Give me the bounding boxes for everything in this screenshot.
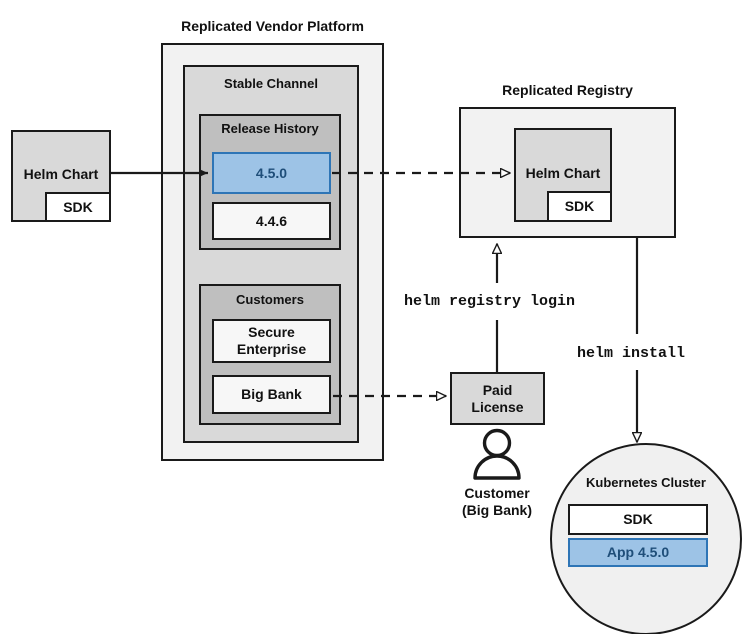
registry-sdk-box[interactable]: SDK [547, 191, 612, 222]
release-item-4-5-0[interactable]: 4.5.0 [212, 152, 331, 194]
platform-title: Replicated Vendor Platform [181, 18, 364, 34]
customer-caption: Customer (Big Bank) [430, 485, 564, 519]
paid-license-label: Paid License [471, 381, 524, 415]
person-icon [473, 428, 521, 480]
source-sdk-box[interactable]: SDK [45, 192, 111, 222]
cluster-component-app[interactable]: App 4.5.0 [568, 538, 708, 567]
customer-caption-line2: (Big Bank) [462, 501, 532, 518]
cluster-component-app-label: App 4.5.0 [606, 544, 670, 561]
release-item-4-5-0-label: 4.5.0 [255, 164, 288, 181]
release-item-4-4-6[interactable]: 4.4.6 [212, 202, 331, 240]
customer-secure-enterprise-label: Secure Enterprise [236, 324, 307, 357]
source-helm-chart-label: Helm Chart [23, 166, 99, 182]
release-history-title: Release History [221, 121, 319, 136]
registry-helm-chart-label: Helm Chart [525, 165, 601, 181]
cluster-component-sdk-label: SDK [623, 511, 653, 528]
customer-secure-enterprise[interactable]: Secure Enterprise [212, 319, 331, 363]
customers-title: Customers [236, 292, 304, 307]
helm-registry-login-command: helm registry login [404, 293, 576, 310]
stable-channel-title: Stable Channel [224, 76, 318, 91]
helm-install-command: helm install [577, 345, 686, 362]
kubernetes-cluster-title: Kubernetes Cluster [586, 475, 706, 490]
source-sdk-label: SDK [63, 198, 93, 215]
paid-license-box[interactable]: Paid License [450, 372, 545, 425]
registry-sdk-label: SDK [564, 198, 595, 215]
customer-big-bank-label: Big Bank [241, 386, 302, 403]
cluster-component-sdk[interactable]: SDK [568, 504, 708, 535]
customer-big-bank[interactable]: Big Bank [212, 375, 331, 414]
customer-caption-line1: Customer [464, 485, 530, 501]
registry-title: Replicated Registry [502, 82, 633, 98]
release-item-4-4-6-label: 4.4.6 [255, 212, 288, 229]
